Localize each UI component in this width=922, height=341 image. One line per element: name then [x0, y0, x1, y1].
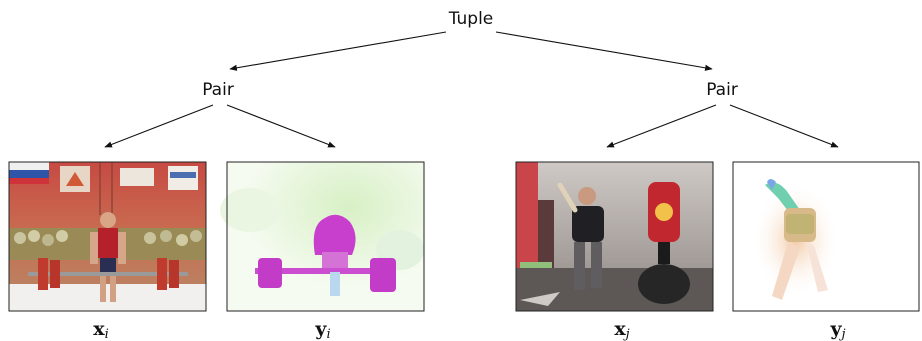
- image-yj-optical-flow: [732, 161, 920, 312]
- yi-subscript: i: [326, 327, 330, 341]
- image-xi-weightlifting: [8, 161, 207, 312]
- left-pair-label: Pair: [202, 80, 234, 100]
- xj-subscript: j: [623, 327, 630, 341]
- yj-subscript: j: [839, 327, 846, 341]
- edge-tuple-to-left-pair: [229, 31, 447, 71]
- right-pair-label: Pair: [706, 80, 738, 100]
- xi-subscript: i: [105, 327, 109, 341]
- edge-left-pair-to-xi: [104, 104, 214, 148]
- yi-symbol: y: [314, 318, 327, 340]
- xi-label: xi: [93, 318, 109, 341]
- xj-label: xj: [614, 318, 629, 341]
- yi-label: yi: [314, 318, 330, 341]
- root-node-label: Tuple: [448, 9, 494, 29]
- xj-symbol: x: [614, 318, 626, 340]
- edge-tuple-to-right-pair: [495, 31, 713, 71]
- edge-right-pair-to-yj: [729, 104, 839, 148]
- edge-right-pair-to-xj: [606, 104, 717, 148]
- xi-symbol: x: [93, 318, 105, 340]
- yj-symbol: y: [829, 318, 842, 340]
- image-yi-optical-flow: [220, 161, 425, 312]
- edge-left-pair-to-yi: [226, 104, 336, 148]
- image-xj-batting: [515, 161, 714, 312]
- yj-label: yj: [829, 318, 845, 341]
